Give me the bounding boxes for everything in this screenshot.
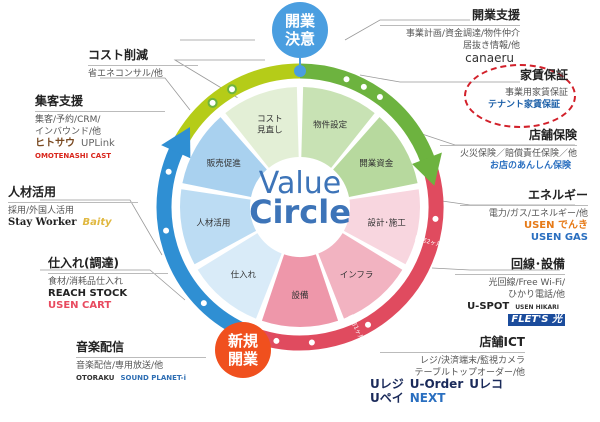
ring-arrowhead: [161, 127, 191, 159]
ring-node: [163, 166, 174, 177]
ring-node: [271, 335, 282, 346]
highlight-ring: [464, 64, 576, 128]
segment-label: 人材活用: [196, 217, 230, 228]
segment-label: 仕入れ: [231, 269, 257, 280]
value-circle-title: Value Circle: [249, 166, 351, 231]
ring-node: [341, 74, 352, 85]
ring-node: [198, 298, 209, 309]
segment-label: 開業資金: [359, 158, 394, 169]
ring-node: [306, 337, 317, 348]
segment-label-line: 見直し: [257, 124, 283, 135]
segment-label-line: コスト: [257, 114, 283, 124]
center-disc: [252, 159, 348, 255]
ring-node: [358, 81, 369, 92]
ring-arrowhead: [412, 152, 442, 186]
segment: [182, 117, 267, 198]
ring-node: [207, 97, 218, 108]
ring-node: [363, 319, 373, 330]
segment-label: 販売促進: [207, 158, 242, 169]
block-hoken: 店舗保険 火災保険／賠償責任保険／他 お店のあんしん保険: [440, 128, 577, 172]
block-yachin: 家賃保証 事業用家賃保証 テナント家賃保証: [487, 68, 568, 110]
block-cost: コスト削減 省エネコンサル/他: [88, 48, 198, 80]
ring-node: [161, 225, 172, 236]
start-badge: 開業決意: [272, 2, 328, 58]
segment: [180, 189, 257, 265]
segment-label: コスト見直し: [257, 114, 283, 135]
segment-label: 設備: [291, 290, 309, 301]
block-ict: 店舗ICT レジ/決済端末/監視カメラ テーブルトップオーダー/他: [380, 335, 525, 379]
segment: [197, 233, 282, 319]
ring-node: [227, 84, 237, 95]
block-energy: エネルギー 電力/ガス/エネルギー/他 USEN でんき USEN GAS: [460, 188, 588, 244]
ring-node: [374, 91, 385, 102]
segment: [343, 189, 421, 265]
open-badge: 新規開業: [215, 322, 271, 378]
block-kaigyo: 開業支援 事業計画/資金調達/物件仲介 居抜き情報/他 canaeru: [380, 8, 520, 66]
ring-node: [430, 213, 441, 224]
segment-label: 物件設定: [313, 119, 348, 130]
block-shiire: 仕入れ(調達) 食材/消耗品仕入れ REACH STOCK USEN CART: [48, 256, 168, 312]
segment: [333, 117, 418, 198]
segment-label: インフラ: [340, 270, 374, 280]
segment: [261, 254, 339, 327]
segment: [225, 87, 299, 168]
segment: [318, 233, 403, 319]
segment-label: 設計･施工: [368, 217, 407, 228]
segment: [301, 87, 375, 168]
